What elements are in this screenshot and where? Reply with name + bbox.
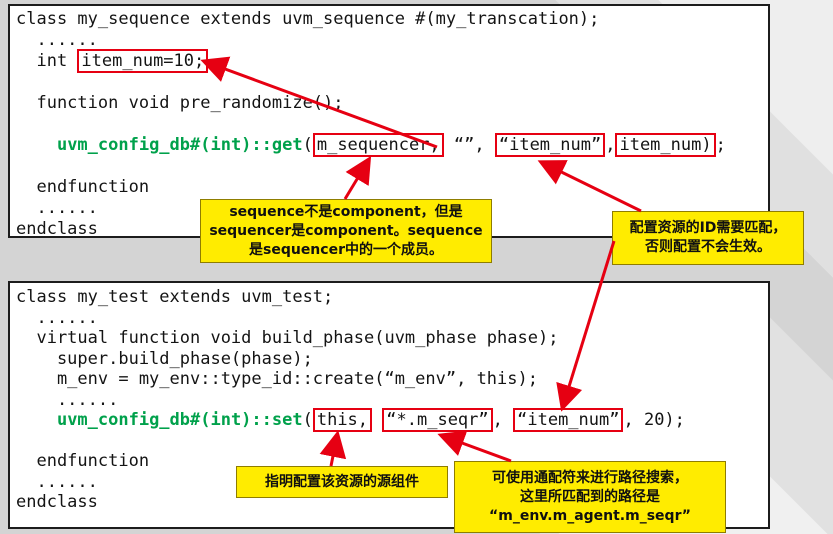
code-line: endfunction xyxy=(16,451,768,472)
code-line: endclass xyxy=(16,492,768,513)
highlighted-token: m_sequencer, xyxy=(312,133,444,157)
code-line: uvm_config_db#(int)::get(m_sequencer, “”… xyxy=(16,133,768,157)
highlighted-token: item_num) xyxy=(615,133,716,157)
uvm-config-db-call: uvm_config_db#(int)::get xyxy=(56,135,303,155)
callout-text: 否则配置不会生效。 xyxy=(645,239,771,255)
code-line: endclass xyxy=(16,219,768,240)
code-text: endfunction xyxy=(16,451,150,471)
code-text: super.build_phase(phase); xyxy=(16,348,313,369)
code-text: ( xyxy=(302,135,313,155)
highlighted-token: “*.m_seqr” xyxy=(382,408,493,432)
code-text: endfunction xyxy=(16,177,150,197)
callout-text: 配置资源的ID需要匹配， xyxy=(629,220,787,236)
code-line: m_env = my_env::type_id::create(“m_env”,… xyxy=(16,369,768,390)
callout-text: 这里所匹配到的路径是 xyxy=(520,488,660,505)
code-text: ; xyxy=(715,135,726,155)
callout-sequencer-note: sequence不是component，但是 sequencer是componen… xyxy=(200,199,492,263)
code-line: int item_num=10; xyxy=(16,49,768,73)
code-text xyxy=(372,410,382,430)
code-text: int xyxy=(16,51,78,71)
callout-wildcard-note: 可使用通配符来进行路径搜索， 这里所匹配到的路径是 “m_env.m_agent.m… xyxy=(454,461,726,533)
code-line: virtual function void build_phase(uvm_ph… xyxy=(16,328,768,349)
code-text: “”, xyxy=(443,135,495,155)
code-text: function void pre_randomize(); xyxy=(16,93,344,113)
code-text: ...... xyxy=(16,307,98,328)
code-line: ...... xyxy=(16,472,768,493)
code-text xyxy=(16,410,57,430)
code-line xyxy=(16,72,768,93)
code-text: ( xyxy=(302,410,313,430)
callout-text: sequencer是component。sequence xyxy=(209,222,483,239)
code-line xyxy=(16,431,768,452)
code-line: endfunction xyxy=(16,177,768,198)
code-text: m_env = my_env::type_id::create(“m_env”,… xyxy=(16,369,538,389)
code-text: endclass xyxy=(16,492,98,512)
highlighted-token: “item_num” xyxy=(513,408,624,432)
highlighted-token: this, xyxy=(312,408,373,432)
callout-source-component-note: 指明配置该资源的源组件 xyxy=(236,466,448,498)
code-line: ...... xyxy=(16,30,768,51)
code-text: virtual function void build_phase(uvm_ph… xyxy=(16,328,559,348)
code-text: ...... xyxy=(16,30,98,50)
code-text: class my_test extends uvm_test; xyxy=(16,287,334,307)
callout-text: “m_env.m_agent.m_seqr” xyxy=(489,507,691,524)
code-line: ...... xyxy=(16,308,768,329)
code-line: uvm_config_db#(int)::set(this, “*.m_seqr… xyxy=(16,408,768,432)
code-line: ...... xyxy=(16,198,768,219)
code-line: ...... xyxy=(16,390,768,411)
code-text: , xyxy=(492,410,514,430)
code-text: endclass xyxy=(16,219,98,239)
callout-text: 是sequencer中的一个成员。 xyxy=(249,241,443,258)
code-text: , xyxy=(605,135,616,155)
callout-id-match-note: 配置资源的ID需要匹配， 否则配置不会生效。 xyxy=(612,211,804,265)
code-line xyxy=(16,156,768,177)
code-text: , 20); xyxy=(623,410,685,430)
highlighted-token: item_num=10; xyxy=(77,49,209,73)
code-line: function void pre_randomize(); xyxy=(16,93,768,114)
code-line xyxy=(16,114,768,135)
highlighted-token: “item_num” xyxy=(494,133,606,157)
callout-text: 可使用通配符来进行路径搜索， xyxy=(492,469,688,486)
callout-text: sequence不是component，但是 xyxy=(229,203,463,220)
code-text: ...... xyxy=(16,389,119,410)
code-text: ...... xyxy=(16,471,98,492)
code-line: class my_sequence extends uvm_sequence #… xyxy=(16,9,768,30)
code-text: class my_sequence extends uvm_sequence #… xyxy=(16,9,600,29)
code-line: super.build_phase(phase); xyxy=(16,349,768,370)
code-line: class my_test extends uvm_test; xyxy=(16,287,768,308)
code-text: ...... xyxy=(16,198,98,218)
callout-text: 指明配置该资源的源组件 xyxy=(265,473,419,490)
uvm-config-db-call: uvm_config_db#(int)::set xyxy=(56,410,303,430)
code-text xyxy=(16,135,57,155)
